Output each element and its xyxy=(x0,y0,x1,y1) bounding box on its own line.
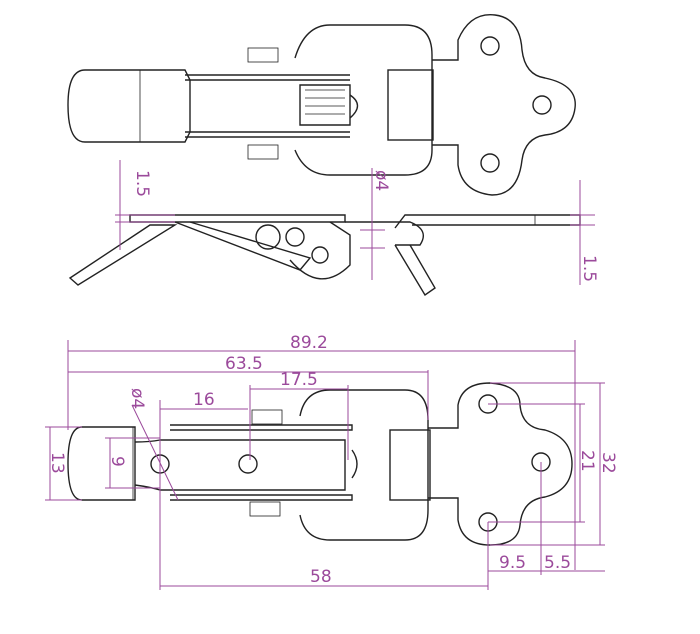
dim-plate-hole-spacing-label: 21 xyxy=(577,450,597,472)
dim-overall-length-label: 89.2 xyxy=(290,333,328,353)
side-view-dimensions: 1.5 ø4 1.5 xyxy=(115,160,599,285)
dim-slot-width-label: 9 xyxy=(107,456,127,467)
dim-handle-width-label: 13 xyxy=(47,452,67,474)
dim-hook-span-label: 17.5 xyxy=(280,370,318,390)
dim-hole-diameter-label: ø4 xyxy=(127,388,147,409)
top-view-latch xyxy=(67,14,576,196)
dim-right-thickness-label: 1.5 xyxy=(579,255,599,282)
side-view-latch xyxy=(68,214,581,297)
dim-hole-to-plate-label: 58 xyxy=(310,567,332,587)
dim-body-length-label: 63.5 xyxy=(225,354,263,374)
bottom-view-dimensions: 89.2 63.5 17.5 16 ø4 13 9 21 xyxy=(45,333,618,590)
dim-plate-height-label: 32 xyxy=(598,452,618,474)
dim-hole-spacing-label: 16 xyxy=(193,390,215,410)
dim-plate-offset-b-label: 5.5 xyxy=(544,553,571,573)
dim-left-thickness-label: 1.5 xyxy=(132,170,152,197)
dim-plate-offset-a-label: 9.5 xyxy=(499,553,526,573)
dim-pin-diameter-label: ø4 xyxy=(371,170,391,191)
